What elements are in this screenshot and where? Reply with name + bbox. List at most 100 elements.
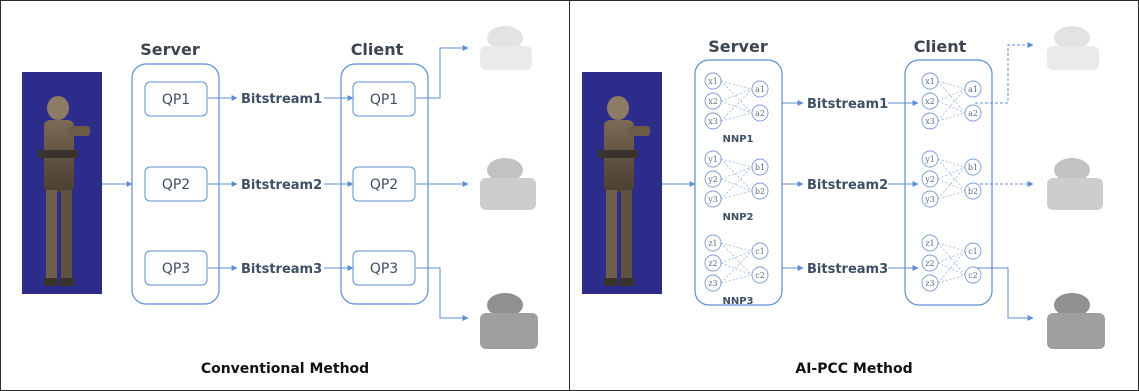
input-node-label: z2 [925,259,934,268]
client-title: Client [351,40,404,59]
server-qp-box [144,250,208,286]
input-node-label: z3 [708,279,717,288]
reconstructed-output-mid-quality [480,158,536,210]
client-qp-box [352,166,416,202]
reconstructed-output-mid-quality [1047,158,1103,210]
output-node-label: a2 [968,109,978,118]
network-connection [720,80,753,114]
reconstructed-output-high-quality [1047,293,1105,349]
reconstructed-output-low-quality [480,26,532,70]
network-connection [937,100,966,114]
input-node-label: y3 [924,195,935,204]
input-node [921,72,939,90]
network-connection [720,262,753,276]
network-connection [720,178,753,192]
aipcc-caption: AI-PCC Method [795,361,912,377]
network-connection [937,166,966,200]
conventional-caption: Conventional Method [201,361,369,377]
client-title: Client [914,37,967,56]
network-connection [720,88,753,122]
network-connection [720,88,753,102]
output-node [751,266,769,284]
bitstream-label: Bitstream2 [807,178,888,193]
aipcc-panel: Server Client Bitstream1 Bitstream2 Bits… [582,26,1105,377]
output-node [751,158,769,176]
input-node [921,190,939,208]
network-connection [720,250,753,264]
output-node-label: a2 [755,109,765,118]
network-name-label: NNP3 [722,296,753,307]
server-title: Server [140,40,200,59]
server-qp-box [144,81,208,117]
input-node [704,254,722,272]
network-connection [720,166,753,180]
reconstructed-output-high-quality [480,293,538,349]
reconstructed-output-low-quality [1047,26,1099,70]
output-arrow [416,267,469,321]
output-node-label: c2 [968,271,978,280]
client-network-container [904,59,993,306]
input-node [704,72,722,90]
bitstream-label: Bitstream1 [241,92,322,107]
network-connection [720,80,753,90]
network-connection [937,80,966,114]
network-connection [937,242,966,252]
client-qp-label: QP3 [370,261,398,277]
input-node-label: y1 [924,155,935,164]
network-connection [937,158,966,168]
input-node [921,170,939,188]
output-node-label: b1 [968,163,978,172]
client-qp-box [352,250,416,286]
server-qp-label: QP3 [162,261,190,277]
input-node [704,112,722,130]
output-arrow [975,267,1034,321]
network-connection [720,250,753,284]
bitstream-label: Bitstream2 [241,178,322,193]
input-node [921,112,939,130]
input-node-label: y1 [707,155,718,164]
input-node [921,150,939,168]
server-qp-label: QP2 [162,177,190,193]
output-arrow [975,42,1034,104]
output-node [751,182,769,200]
input-node-label: z1 [925,239,934,248]
network-connection [720,190,753,200]
output-node-label: b1 [755,163,765,172]
network-connection [937,274,966,284]
neural-network-layer: x1x2x3a1a2NNP1x1x2x3a1a2y1y2y3b1b2NNP2y1… [704,72,982,307]
output-node [964,104,982,122]
output-node [751,80,769,98]
network-connection [937,158,966,192]
network-connection [937,250,966,264]
network-connection [937,190,966,200]
network-connection [720,274,753,284]
output-node-label: a1 [755,85,765,94]
output-node [751,104,769,122]
network-connection [720,242,753,276]
conventional-panel: Server Client QP1 Bitstream1 QP1 QP2 Bit… [22,26,538,377]
output-node-label: c2 [755,271,765,280]
output-node [964,242,982,260]
server-qp-label: QP1 [162,92,190,108]
output-node-label: b2 [755,187,765,196]
input-node-label: x2 [925,97,935,106]
output-arrow [416,45,469,99]
network-connection [937,112,966,122]
input-node-label: z1 [708,239,717,248]
output-node [751,242,769,260]
output-node-label: c1 [755,247,765,256]
input-node [704,190,722,208]
bitstream-label: Bitstream1 [807,97,888,112]
network-connection [937,178,966,192]
input-node-label: y3 [707,195,718,204]
network-connection [937,80,966,90]
input-node [704,234,722,252]
output-node [964,80,982,98]
output-node [964,266,982,284]
